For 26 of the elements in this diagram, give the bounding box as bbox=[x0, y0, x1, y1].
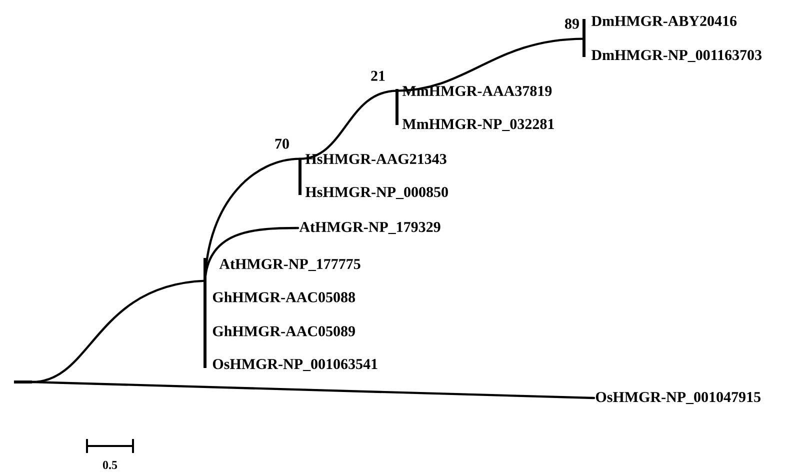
root-stub bbox=[14, 380, 32, 384]
clade-bar bbox=[204, 258, 206, 368]
bootstrap-value: 89 bbox=[565, 18, 579, 29]
clade-bar bbox=[298, 158, 302, 195]
leaf-label: AtHMGR-NP_177775 bbox=[219, 259, 360, 271]
tree-branch bbox=[396, 38, 586, 92]
leaf-label: MmHMGR-NP_032281 bbox=[402, 118, 554, 132]
leaf-label: OsHMGR-NP_001047915 bbox=[596, 392, 760, 404]
leaf-label: GhHMGR-AAC05088 bbox=[212, 292, 356, 302]
scale-label: 0.5 bbox=[102, 460, 118, 470]
tree-branch bbox=[204, 226, 300, 282]
leaf-label: HsHMGR-NP_000850 bbox=[305, 186, 448, 200]
tree-branch bbox=[204, 158, 302, 282]
leaf-label: DmHMGR-NP_001163703 bbox=[591, 50, 762, 62]
clade-bar bbox=[396, 89, 398, 125]
leaf-label: GhHMGR-AAC05089 bbox=[212, 326, 355, 336]
leaf-label: AtHMGR-NP_179329 bbox=[299, 222, 440, 234]
tree-branch bbox=[31, 380, 596, 400]
leaf-label: MmHMGR-AAA37819 bbox=[402, 86, 552, 96]
bootstrap-value: 21 bbox=[371, 70, 385, 81]
leaf-label: OsHMGR-NP_001063541 bbox=[212, 358, 378, 372]
leaf-label: HsHMGR-AAG21343 bbox=[305, 154, 446, 164]
clade-bar bbox=[582, 19, 586, 57]
leaf-label: DmHMGR-ABY20416 bbox=[591, 16, 737, 26]
tree-branch bbox=[298, 90, 398, 160]
bootstrap-value: 70 bbox=[275, 138, 289, 149]
